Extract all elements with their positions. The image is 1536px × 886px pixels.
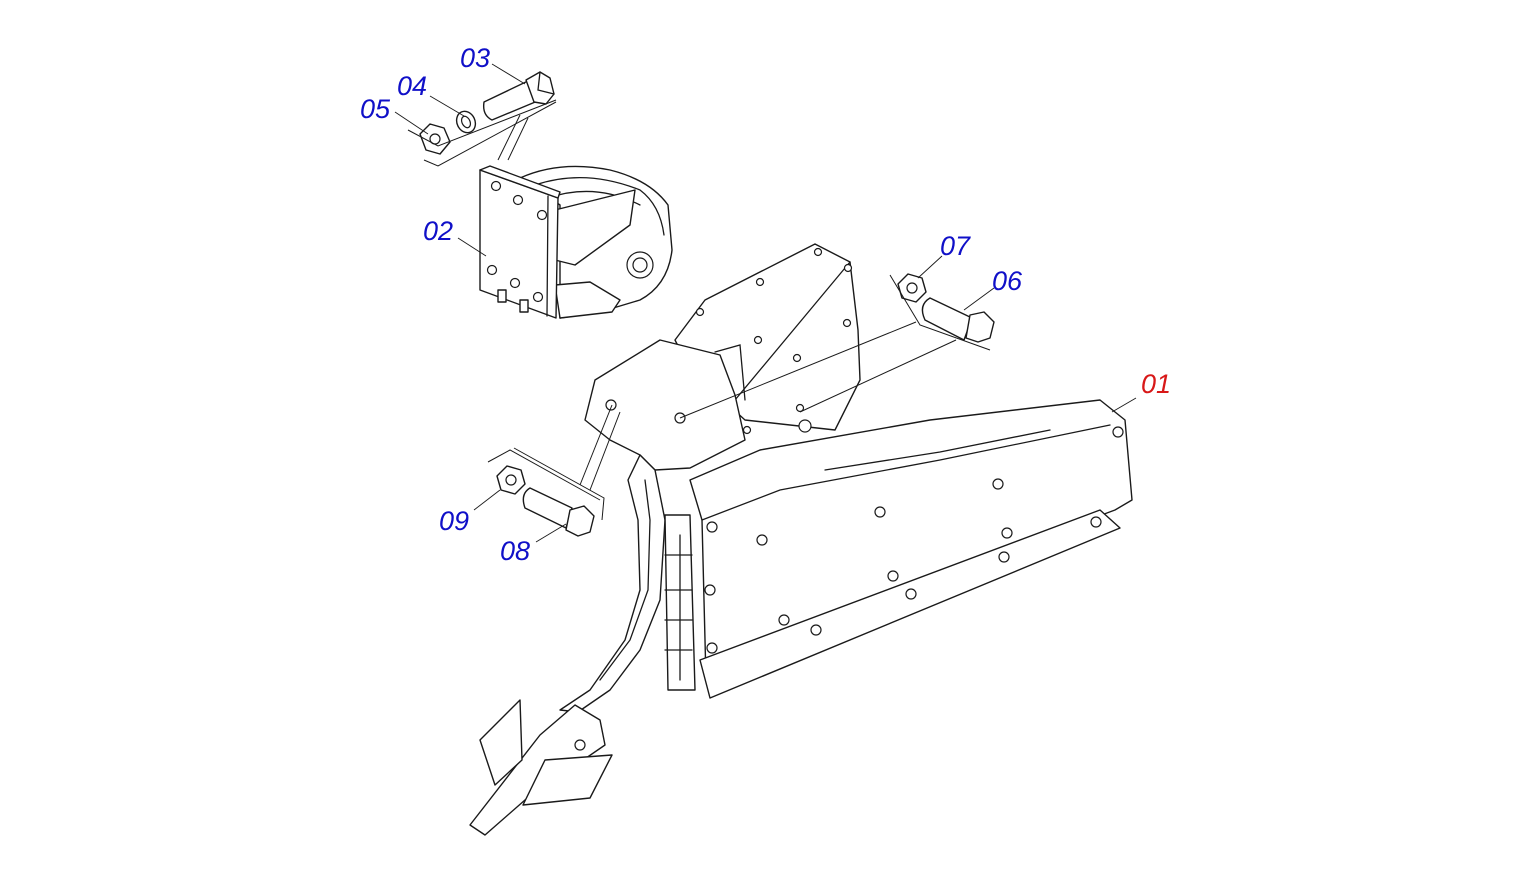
bolt-part-06[interactable] [921,297,995,343]
assembly-lines [407,99,991,521]
callout-07[interactable]: 07 [940,231,971,261]
callout-05[interactable]: 05 [360,94,391,124]
nut-part-07[interactable] [897,273,927,303]
plough-body-part-01[interactable] [469,243,1133,836]
callout-04[interactable]: 04 [397,71,427,101]
bolt-part-08[interactable] [522,487,595,537]
callout-03[interactable]: 03 [460,43,490,73]
callout-02[interactable]: 02 [423,216,453,246]
bolt-part-03[interactable] [482,71,555,121]
callout-08[interactable]: 08 [500,536,530,566]
callout-06[interactable]: 06 [992,266,1023,296]
callout-09[interactable]: 09 [439,506,469,536]
callout-01[interactable]: 01 [1141,369,1171,399]
callout-labels: 01 02 03 04 05 06 07 08 09 [360,43,1171,566]
bracket-part-02[interactable] [479,165,673,319]
leader-lines [394,63,1137,543]
washer-part-04[interactable] [453,108,479,136]
nut-part-09[interactable] [496,465,526,495]
